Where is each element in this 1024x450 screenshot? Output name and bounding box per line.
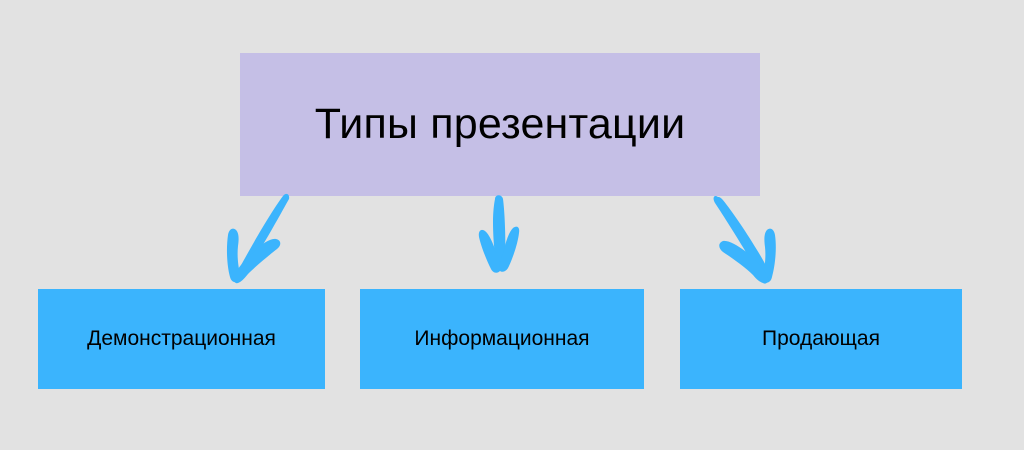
arrow-to-informacionnaya [478,195,520,273]
arrow-to-demonstracionnaya [226,193,290,284]
child-node-informacionnaya[interactable]: Информационная [360,289,644,389]
child-node-label-demonstracionnaya: Демонстрационная [87,327,276,351]
root-node-label: Типы презентации [314,99,686,148]
root-node-presentation-types[interactable]: Типы презентации [240,53,760,196]
child-node-label-prodayushchaya: Продающая [761,327,880,351]
arrow-to-prodayushchaya [713,195,776,284]
child-node-label-informacionnaya: Информационная [414,327,590,351]
child-node-demonstracionnaya[interactable]: Демонстрационная [38,289,325,389]
child-node-prodayushchaya[interactable]: Продающая [680,289,962,389]
